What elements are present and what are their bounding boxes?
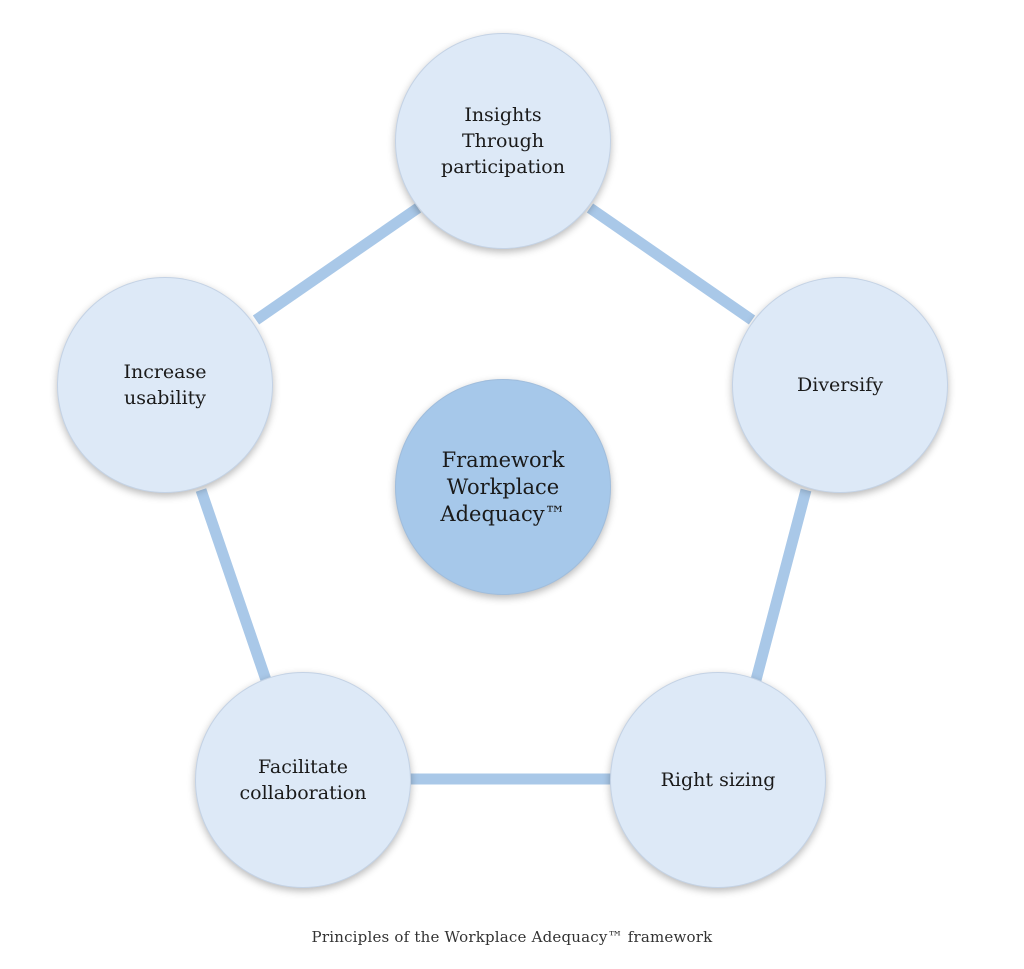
- node-center-framework: Framework Workplace Adequacy™: [395, 379, 611, 595]
- node-label: Insights Through participation: [441, 104, 565, 178]
- node-diversify: Diversify: [732, 277, 948, 493]
- node-facilitate-collaboration: Facilitate collaboration: [195, 672, 411, 888]
- edge-usability-insights: [252, 203, 422, 325]
- edge-insights-diversify: [586, 203, 756, 325]
- node-label: Facilitate collaboration: [239, 756, 367, 804]
- node-insights-through-participation: Insights Through participation: [395, 33, 611, 249]
- node-right-sizing: Right sizing: [610, 672, 826, 888]
- figure-caption: Principles of the Workplace Adequacy™ fr…: [311, 928, 713, 946]
- node-label: Right sizing: [660, 769, 776, 791]
- edge-diversify-right-sizing: [750, 488, 812, 682]
- node-label: Increase usability: [123, 361, 207, 409]
- node-increase-usability: Increase usability: [57, 277, 273, 493]
- node-label: Diversify: [797, 374, 883, 396]
- edge-facilitate-usability: [195, 488, 272, 682]
- center-label: Framework Workplace Adequacy™: [440, 447, 566, 526]
